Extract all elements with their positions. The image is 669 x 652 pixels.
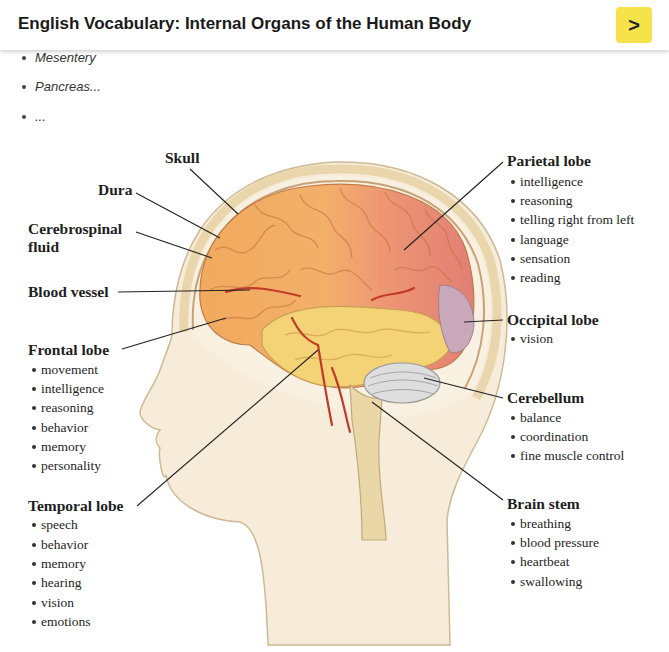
header-bar: English Vocabulary: Internal Organs of t… — [0, 0, 669, 50]
gyrus — [300, 195, 352, 258]
function-item: sensation — [520, 251, 570, 267]
page-title: English Vocabulary: Internal Organs of t… — [18, 14, 471, 34]
vessel — [318, 345, 332, 425]
function-item: speech — [41, 517, 78, 533]
cerebellum — [364, 363, 440, 403]
vessel — [292, 318, 318, 345]
leader-line — [137, 350, 318, 506]
leader-line — [136, 232, 212, 258]
leader-line — [372, 402, 503, 500]
part-name: Occipital lobe — [507, 311, 599, 329]
cerebellum-folds — [368, 372, 438, 394]
function-item: behavior — [41, 537, 88, 553]
skull-band — [184, 169, 497, 398]
function-item: movement — [41, 362, 98, 378]
function-item: language — [520, 232, 569, 248]
gyrus — [425, 210, 462, 270]
part-name: Skull — [165, 149, 199, 167]
list-item: Mesentery — [35, 50, 96, 66]
next-button: > — [616, 7, 652, 43]
cranium-space — [190, 176, 491, 416]
gyrus — [395, 267, 452, 282]
leader-line — [118, 290, 250, 292]
gyrus — [285, 329, 430, 336]
part-name: Dura — [98, 181, 132, 199]
function-item: fine muscle control — [520, 448, 624, 464]
function-item: breathing — [520, 516, 571, 532]
gyrus — [340, 188, 390, 252]
part-name: Parietal lobe — [507, 152, 591, 170]
leader-line — [122, 318, 226, 349]
part-name: Cerebellum — [507, 389, 584, 407]
gyri-lines — [210, 188, 462, 320]
cerebrum — [200, 184, 474, 387]
leader-line — [136, 193, 220, 238]
part-name: Frontal lobe — [28, 341, 109, 359]
occipital-lobe — [438, 285, 474, 353]
leader-lines — [118, 162, 503, 506]
part-name: Temporal lobe — [28, 497, 123, 515]
function-item: coordination — [520, 429, 588, 445]
leader-line — [464, 320, 503, 322]
function-item: reasoning — [520, 193, 572, 209]
function-item: vision — [41, 595, 74, 611]
function-item: reading — [520, 270, 560, 286]
gyrus — [300, 268, 372, 290]
function-item: memory — [41, 556, 86, 572]
part-name: Cerebrospinal fluid — [28, 220, 140, 256]
function-item: vision — [520, 331, 553, 347]
leader-line — [404, 162, 503, 250]
function-item: hearing — [41, 575, 81, 591]
leader-line — [190, 169, 238, 214]
function-item: heartbeat — [520, 554, 569, 570]
part-name: Blood vessel — [28, 283, 109, 301]
function-item: emotions — [41, 614, 91, 630]
function-item: memory — [41, 439, 86, 455]
part-name: Brain stem — [507, 495, 580, 513]
function-item: intelligence — [41, 381, 104, 397]
blood-vessels — [226, 288, 414, 432]
function-item: balance — [520, 410, 561, 426]
function-item: telling right from left — [520, 212, 634, 228]
list-item: ... — [35, 109, 46, 125]
function-item: reasoning — [41, 400, 93, 416]
function-item: swallowing — [520, 574, 582, 590]
temporal-gyri — [285, 329, 430, 360]
gyrus — [255, 205, 318, 248]
list-item: Pancreas... — [35, 79, 101, 95]
function-item: personality — [41, 458, 101, 474]
function-item: behavior — [41, 420, 88, 436]
function-item: intelligence — [520, 174, 583, 190]
leader-line — [424, 378, 503, 398]
cerebellum-shape — [364, 363, 440, 403]
head-silhouette — [140, 162, 507, 645]
gyrus — [210, 270, 290, 290]
vessel — [226, 288, 300, 296]
button-icon: > — [628, 14, 640, 37]
function-item: blood pressure — [520, 535, 599, 551]
gyrus — [215, 225, 275, 253]
vessel — [372, 288, 414, 300]
vessel — [332, 368, 350, 432]
